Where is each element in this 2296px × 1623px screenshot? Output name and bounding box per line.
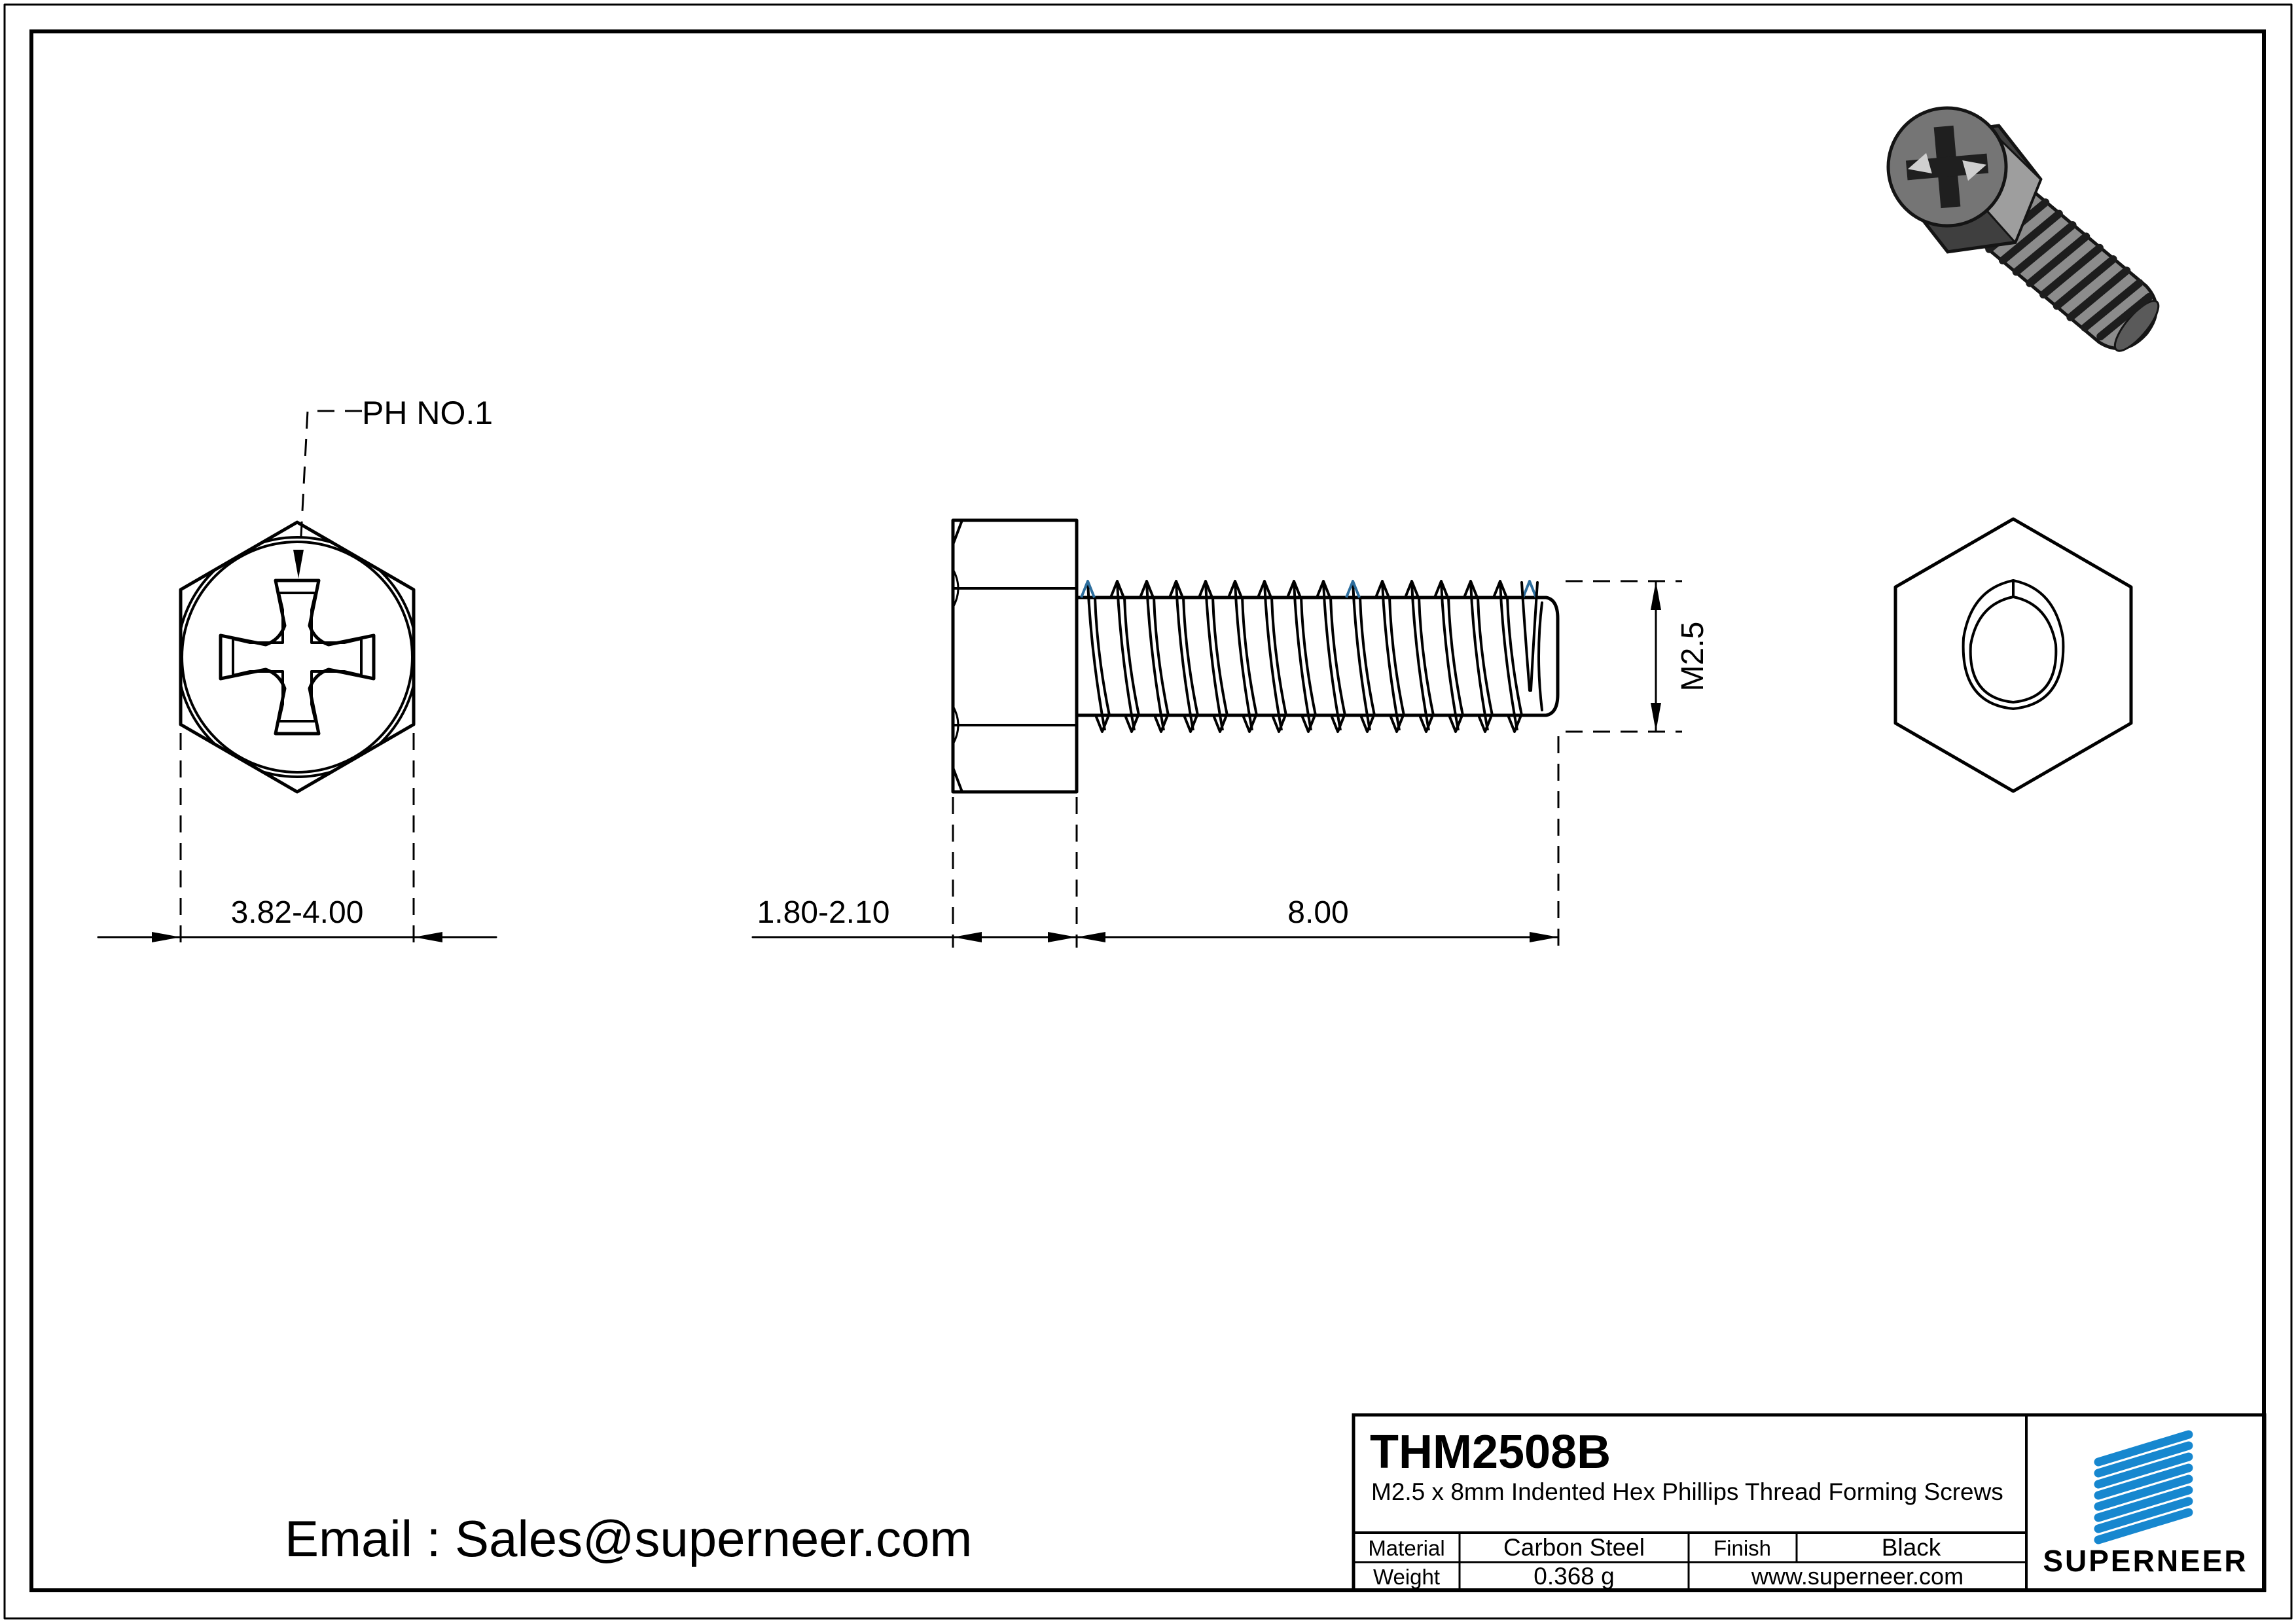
arrowhead bbox=[953, 932, 982, 942]
dim-thread-length: 8.00 bbox=[1075, 736, 1560, 948]
head-chamfer-circle bbox=[181, 536, 414, 778]
weight-value: 0.368 g bbox=[1534, 1563, 1614, 1590]
head-corner-arc-lower bbox=[952, 705, 960, 745]
hex-outline bbox=[179, 520, 416, 794]
render-3d bbox=[1886, 106, 2160, 352]
arrowhead bbox=[1651, 703, 1661, 732]
drawing-frame bbox=[29, 29, 2266, 1592]
brand-name: SUPERNEER bbox=[2043, 1544, 2248, 1578]
thread-runout-line bbox=[1520, 581, 1531, 692]
shank-tip-cap bbox=[1544, 596, 1560, 717]
thread-length-value: 8.00 bbox=[1287, 895, 1348, 930]
leader-arrowhead bbox=[293, 550, 304, 579]
shank-tip-chamfer-arc bbox=[1537, 601, 1543, 711]
side-view bbox=[951, 518, 1560, 794]
email-text: Email : Sales@superneer.com bbox=[285, 1510, 972, 1567]
head-corner-arc-upper bbox=[952, 568, 960, 609]
phillips-recess-inner bbox=[232, 592, 363, 722]
thread-profile bbox=[1080, 580, 1537, 733]
part-number: THM2508B bbox=[1370, 1426, 1611, 1478]
leader-line bbox=[299, 410, 362, 549]
head-chamfer-topleft bbox=[952, 519, 963, 546]
weight-label: Weight bbox=[1373, 1565, 1440, 1589]
trilobe-inner bbox=[1969, 596, 2058, 704]
finish-label: Finish bbox=[1713, 1536, 1771, 1560]
drive-callout: PH NO.1 bbox=[293, 395, 493, 579]
material-value: Carbon Steel bbox=[1503, 1534, 1645, 1561]
material-label: Material bbox=[1368, 1536, 1444, 1560]
across-flats-value: 3.82-4.00 bbox=[231, 895, 364, 930]
drive-label: PH NO.1 bbox=[362, 395, 493, 431]
head-chamfer-bottomleft bbox=[952, 766, 963, 793]
arrowhead bbox=[1077, 932, 1105, 942]
arrowhead bbox=[414, 932, 442, 942]
head-height-value: 1.80-2.10 bbox=[757, 895, 890, 930]
front-view bbox=[179, 520, 416, 794]
dim-across-flats: 3.82-4.00 bbox=[97, 733, 497, 948]
logo-stripes-icon bbox=[2094, 1430, 2193, 1544]
thread-size-value: M2.5 bbox=[1676, 622, 1710, 692]
end-view bbox=[1893, 517, 2133, 793]
title-block: THM2508B M2.5 x 8mm Indented Hex Phillip… bbox=[1352, 1413, 2267, 1592]
page-border-outer bbox=[3, 3, 2293, 1620]
render-phillips bbox=[1905, 125, 1989, 209]
arrowhead bbox=[152, 932, 181, 942]
dim-thread-size: M2.5 bbox=[1566, 580, 1710, 733]
trilobe-outer bbox=[1962, 579, 2065, 710]
website-link[interactable]: www.superneer.com bbox=[1751, 1563, 1964, 1590]
dim-head-height: 1.80-2.10 bbox=[751, 797, 1078, 948]
arrowhead bbox=[1530, 932, 1558, 942]
finish-value: Black bbox=[1882, 1534, 1941, 1561]
title-block-border bbox=[1352, 1413, 2267, 1592]
thread-runout-line bbox=[1530, 581, 1539, 692]
arrowhead bbox=[1651, 581, 1661, 610]
part-description: M2.5 x 8mm Indented Hex Phillips Thread … bbox=[1371, 1478, 2003, 1505]
render-tip bbox=[2113, 300, 2160, 352]
hex-outline bbox=[1893, 517, 2133, 793]
superneer-logo: SUPERNEER bbox=[2043, 1430, 2248, 1578]
arrowhead bbox=[1048, 932, 1077, 942]
head-side-outline bbox=[951, 518, 1079, 794]
head-circle bbox=[181, 541, 414, 774]
phillips-recess-outer bbox=[219, 579, 376, 736]
